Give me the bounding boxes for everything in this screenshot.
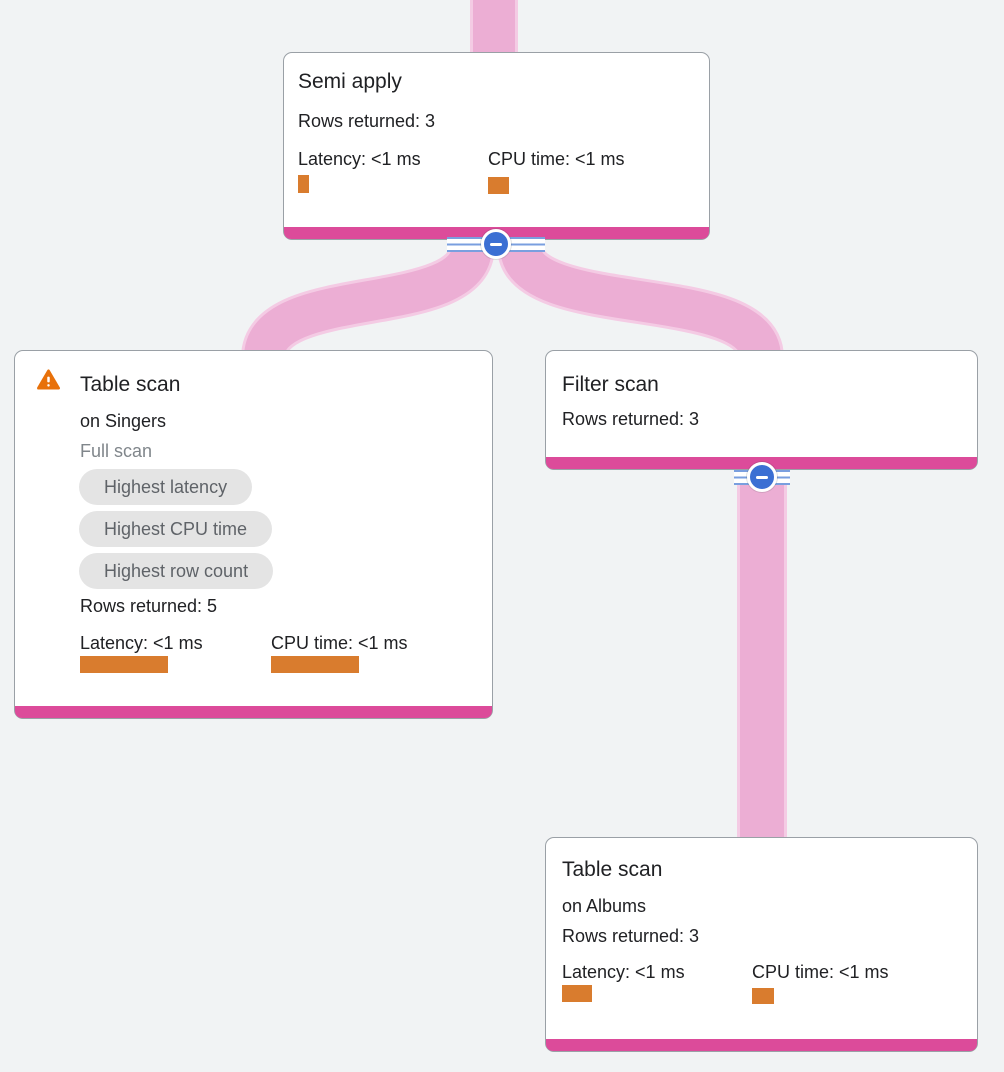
node-table-scan-singers[interactable]: Table scan on Singers Full scan Highest … (14, 350, 493, 719)
latency-label: Latency: <1 ms (298, 149, 421, 169)
cpu-time-label: CPU time: <1 ms (488, 149, 625, 169)
latency-label: Latency: <1 ms (80, 633, 203, 653)
minus-icon (756, 475, 768, 479)
rows-returned-text: Rows returned: 3 (298, 111, 436, 131)
rows-returned-text: Rows returned: 5 (80, 596, 218, 616)
scan-type-text: Full scan (80, 441, 153, 461)
minus-icon (490, 242, 502, 246)
edge-semi-apply-to-table-scan-singers (241, 242, 495, 362)
node-table-scan-albums[interactable]: Table scan on Albums Rows returned: 3 La… (545, 837, 978, 1052)
warning-icon (37, 369, 60, 390)
cpu-time-bar (752, 988, 774, 1004)
latency-bar (80, 656, 168, 673)
latency-bar (562, 985, 592, 1002)
node-accent-bar (546, 1039, 977, 1051)
collapse-button-semi-apply[interactable] (481, 229, 511, 259)
node-subtitle: on Albums (562, 896, 647, 916)
node-subtitle: on Singers (80, 411, 167, 431)
node-title: Table scan (562, 858, 663, 881)
node-semi-apply[interactable]: Semi apply Rows returned: 3 Latency: <1 … (283, 52, 710, 240)
badge-stack: Highest latency Highest CPU time Highest… (79, 469, 274, 595)
node-title: Semi apply (298, 70, 402, 93)
node-title: Table scan (80, 373, 181, 396)
latency-label: Latency: <1 ms (562, 962, 685, 982)
cpu-time-label: CPU time: <1 ms (752, 962, 889, 982)
rows-returned-text: Rows returned: 3 (562, 409, 700, 429)
badge-highest-cpu-time: Highest CPU time (79, 511, 273, 547)
collapse-button-filter-scan[interactable] (747, 462, 777, 492)
node-filter-scan[interactable]: Filter scan Rows returned: 3 (545, 350, 978, 470)
cpu-time-bar (271, 656, 359, 673)
badge-highest-latency: Highest latency (79, 469, 253, 505)
latency-bar (298, 175, 309, 193)
node-accent-bar (15, 706, 492, 718)
edge-semi-apply-to-filter-scan (497, 242, 784, 362)
cpu-time-label: CPU time: <1 ms (271, 633, 408, 653)
rows-returned-text: Rows returned: 3 (562, 926, 700, 946)
cpu-time-bar (488, 177, 509, 194)
node-title: Filter scan (562, 373, 659, 396)
badge-highest-row-count: Highest row count (79, 553, 274, 589)
